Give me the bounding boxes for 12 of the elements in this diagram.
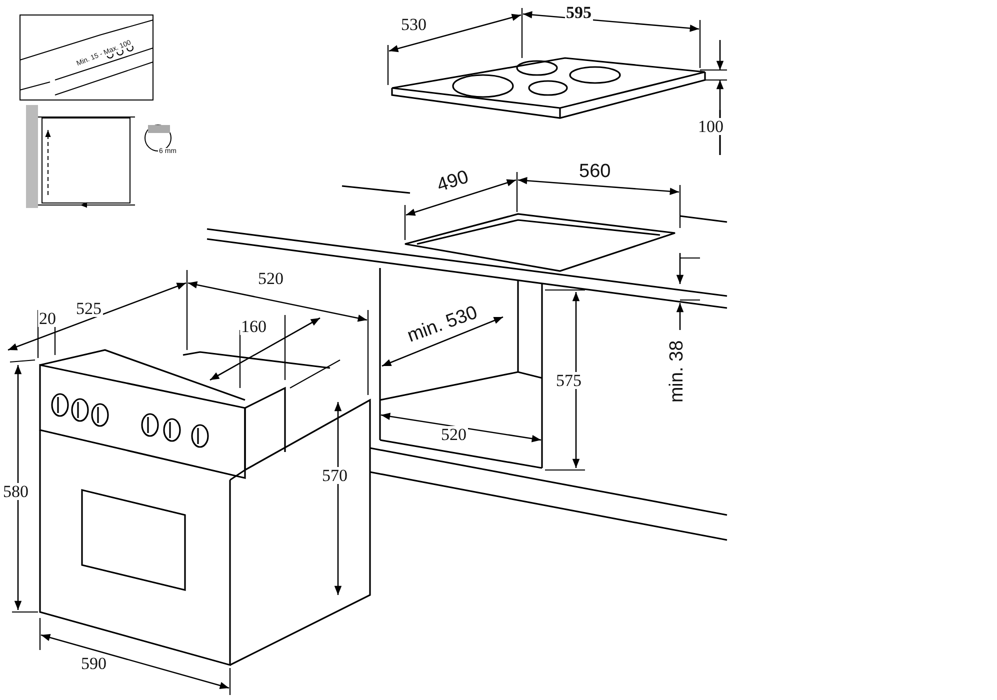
dimension-label: 580 bbox=[2, 483, 30, 500]
dimension-label: 520 bbox=[440, 426, 468, 443]
dimension-label: 160 bbox=[240, 318, 268, 335]
dimension-label: 525 bbox=[75, 300, 102, 317]
dimension-label: 575 bbox=[555, 372, 582, 389]
dimension-label: 100 bbox=[697, 118, 724, 135]
dimension-label: 570 bbox=[321, 467, 348, 484]
dimension-label: 595 bbox=[565, 4, 592, 21]
dimension-label: 20 bbox=[38, 310, 57, 327]
dimension-label: 520 bbox=[257, 270, 284, 287]
dimension-label: 590 bbox=[80, 655, 108, 672]
dimension-label: 530 bbox=[400, 16, 428, 33]
